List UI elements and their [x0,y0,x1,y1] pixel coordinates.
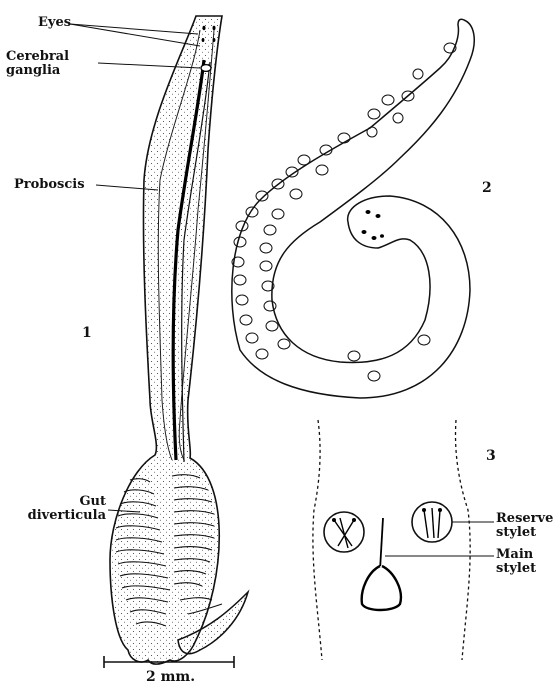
label-cerebral-ganglia: Cerebral ganglia [6,50,69,77]
label-reserve-line-1: Reserve [496,512,553,526]
stylet-apparatus [313,420,470,660]
coiled-larva [232,19,474,398]
reserve-stylet-sac-left [324,512,364,552]
label-gut-line-1: Gut [8,495,106,509]
label-reserve-stylet: Reserve stylet [496,512,553,539]
figure-number-3: 3 [486,448,496,464]
label-reserve-line-2: stylet [496,526,553,540]
label-eyes: Eyes [38,16,71,30]
main-stylet-figure [362,518,401,610]
label-cerebral-line-1: Cerebral [6,50,69,64]
label-main-line-1: Main [496,548,536,562]
scale-bar-label: 2 mm. [146,670,195,685]
label-gut-line-2: diverticula [8,509,106,523]
label-main-stylet: Main stylet [496,548,536,575]
label-proboscis: Proboscis [14,178,85,192]
worm-body [110,16,222,664]
reserve-stylet-sac-right [412,502,452,542]
figure-number-2: 2 [482,180,492,196]
label-gut-diverticula: Gut diverticula [8,495,106,522]
label-cerebral-line-2: ganglia [6,64,69,78]
cerebral-ganglion-mark [201,65,211,72]
figure-number-1: 1 [82,325,92,341]
label-main-line-2: stylet [496,562,536,576]
